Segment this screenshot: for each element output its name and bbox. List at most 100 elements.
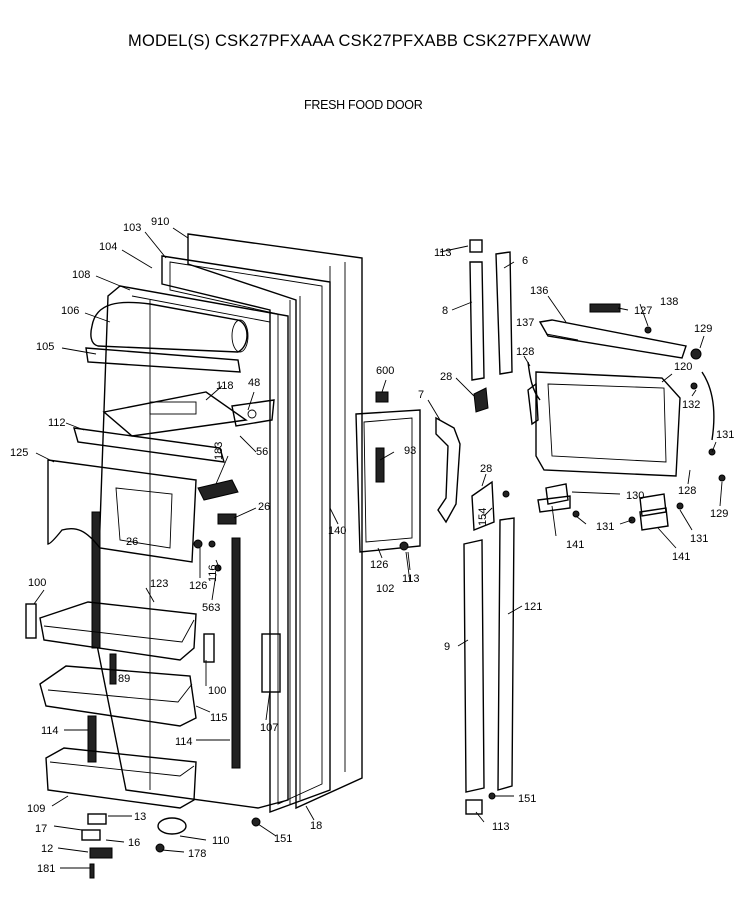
- callout-113-top: 113: [434, 247, 452, 259]
- callout-126-center: 126: [370, 559, 388, 571]
- callout-13: 13: [134, 811, 146, 823]
- callout-123: 123: [150, 578, 168, 590]
- callout-114-left: 114: [41, 725, 59, 737]
- callout-118: 118: [216, 380, 234, 392]
- door-bin-109: [45, 747, 197, 809]
- callout-113-bottom: 113: [492, 821, 510, 833]
- small-parts-126-116: [193, 539, 222, 572]
- compartment-hinge-48: [231, 399, 275, 427]
- callout-141-left: 141: [566, 539, 584, 551]
- misc-hardware: [502, 326, 726, 524]
- callout-103: 103: [123, 222, 141, 234]
- callout-56: 56: [256, 446, 268, 458]
- handle-insert-600: [375, 391, 389, 403]
- bracket-28-mid: [471, 480, 495, 532]
- callout-102: 102: [376, 583, 394, 595]
- callout-116: 116: [207, 564, 219, 582]
- callout-108: 108: [72, 269, 90, 281]
- callout-183: 183: [213, 442, 225, 460]
- callout-6: 6: [522, 255, 528, 267]
- fastener-102: [399, 541, 409, 551]
- callout-127: 127: [634, 305, 652, 317]
- callout-120: 120: [674, 361, 692, 373]
- compartment-shelf-112: [73, 427, 225, 463]
- dispenser-183: [197, 479, 239, 501]
- door-handle-7: [435, 416, 461, 524]
- dairy-compartment-base: [85, 347, 248, 437]
- callout-563: 563: [202, 602, 220, 614]
- callout-137: 137: [516, 317, 534, 329]
- top-hinge-bar-136: [538, 303, 687, 359]
- callout-26-left: 26: [126, 536, 138, 548]
- callout-151-left: 151: [274, 833, 292, 845]
- leader-lines: [33, 227, 723, 869]
- door-bin-115: [39, 665, 197, 727]
- callout-151-right: 151: [518, 793, 536, 805]
- callout-131-top: 131: [716, 429, 734, 441]
- callout-48: 48: [248, 377, 260, 389]
- callout-910: 910: [151, 216, 169, 228]
- callout-129-bottom: 129: [710, 508, 728, 520]
- trim-strip-121: [497, 517, 515, 791]
- callout-104: 104: [99, 241, 117, 253]
- callout-8: 8: [442, 305, 448, 317]
- section-subtitle: FRESH FOOD DOOR: [304, 98, 423, 112]
- hinge-cap-113-bottom: [465, 792, 496, 815]
- page-title: MODEL(S) CSK27PFXAAA CSK27PFXABB CSK27PF…: [128, 32, 591, 50]
- callout-114-right: 114: [175, 736, 193, 748]
- callout-26-right: 26: [258, 501, 270, 513]
- callout-107: 107: [260, 722, 278, 734]
- callout-129-top: 129: [694, 323, 712, 335]
- callout-12: 12: [41, 843, 53, 855]
- callout-89: 89: [118, 673, 130, 685]
- shelf-clip-100: [25, 603, 215, 663]
- bottom-parts-group: [81, 813, 261, 879]
- callout-9: 9: [444, 641, 450, 653]
- callout-17: 17: [35, 823, 47, 835]
- callout-93: 93: [404, 445, 416, 457]
- callout-106: 106: [61, 305, 79, 317]
- callout-141-right: 141: [672, 551, 690, 563]
- trim-strip-8: [469, 261, 485, 381]
- door-bin-123: [39, 601, 197, 661]
- callout-600: 600: [376, 365, 394, 377]
- callout-136: 136: [530, 285, 548, 297]
- callout-labels: 910 103 104 108 106 105 118 48 112 125 1…: [10, 216, 734, 875]
- door-side-bar-128: [527, 361, 715, 441]
- callout-131-left: 131: [596, 521, 614, 533]
- callout-131-right: 131: [690, 533, 708, 545]
- door-gasket-frame: [161, 255, 331, 814]
- liner-side-rail-left: [87, 511, 101, 763]
- bracket-28-top: [473, 387, 489, 413]
- trim-strip-6: [495, 251, 513, 375]
- callout-16: 16: [128, 837, 140, 849]
- accessory-107: [261, 633, 281, 693]
- callout-178: 178: [188, 848, 206, 860]
- callout-112: 112: [48, 417, 66, 429]
- inner-door-panel-93: [355, 409, 421, 553]
- callout-18: 18: [310, 820, 322, 832]
- callout-130: 130: [626, 490, 644, 502]
- callout-110: 110: [212, 835, 230, 847]
- callout-138: 138: [660, 296, 678, 308]
- callout-140: 140: [328, 525, 346, 537]
- callout-7: 7: [418, 389, 424, 401]
- door-panel-125: [47, 459, 197, 563]
- callout-28-mid: 28: [480, 463, 492, 475]
- door-frame-120: [527, 371, 681, 477]
- hinge-blocks-130: [537, 483, 669, 531]
- callout-132: 132: [682, 399, 700, 411]
- callout-128-top: 128: [516, 346, 534, 358]
- callout-125: 125: [10, 447, 28, 459]
- callout-126-left: 126: [189, 580, 207, 592]
- hinge-cap-113-top: [469, 239, 483, 253]
- callout-128-bottom: 128: [678, 485, 696, 497]
- callout-121: 121: [524, 601, 542, 613]
- callout-154: 154: [477, 508, 489, 526]
- callout-109: 109: [27, 803, 45, 815]
- callout-181: 181: [37, 863, 55, 875]
- screw-26: [217, 513, 237, 525]
- callout-113-center: 113: [402, 573, 420, 585]
